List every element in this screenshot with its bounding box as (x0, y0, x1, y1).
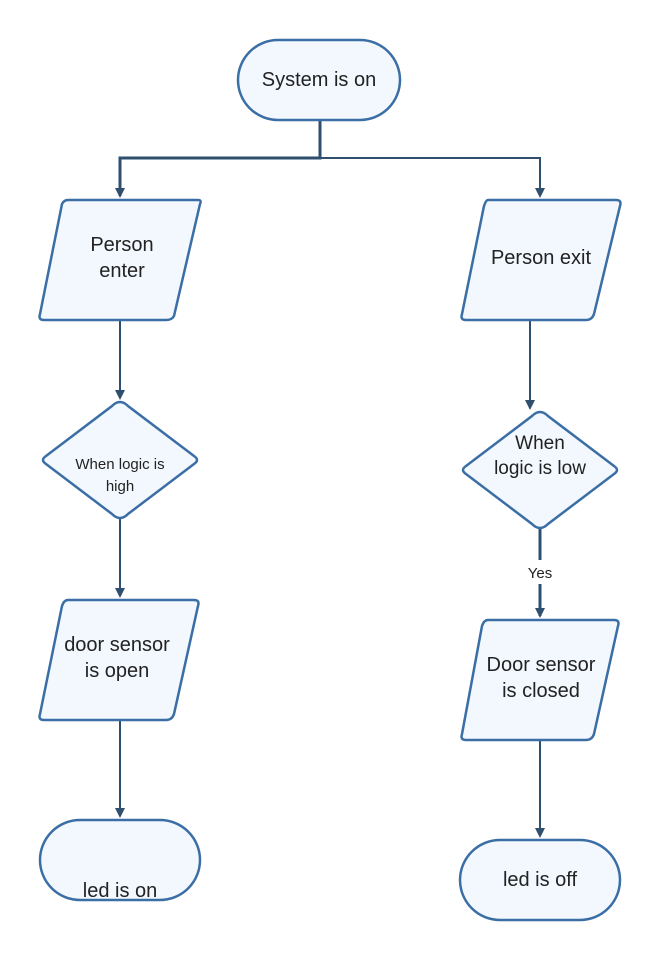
door-closed-label-line1: Door sensor (487, 654, 596, 676)
connector-start-to-exit (320, 157, 545, 198)
start-label: System is on (262, 69, 376, 91)
door-open-node: door sensor is open (38, 598, 200, 722)
door-open-label-line1: door sensor (64, 634, 170, 656)
led-off-label: led is off (503, 869, 578, 891)
person-enter-label-line1: Person (90, 234, 153, 256)
person-enter-label-line2: enter (99, 260, 145, 282)
person-enter-node: Person enter (38, 198, 202, 322)
decision-low-label-line2: logic is low (494, 458, 586, 479)
decision-low-label-line1: When (515, 433, 565, 454)
door-open-label-line2: is open (85, 660, 150, 682)
person-exit-label: Person exit (491, 247, 591, 269)
led-on-label: led is on (83, 880, 158, 902)
start-node: System is on (236, 38, 402, 122)
connector-start-to-enter (115, 120, 322, 198)
led-off-node: led is off (458, 838, 622, 922)
led-on-node: led is on (38, 818, 202, 902)
person-exit-node: Person exit (460, 198, 622, 322)
decision-high-label-line1: When logic is (75, 456, 164, 473)
door-closed-node: Door sensor is closed (460, 618, 620, 742)
decision-high-label-line2: high (106, 478, 134, 495)
decision-low-node: When logic is low (461, 410, 619, 530)
decision-high-node: When logic is high (41, 400, 199, 520)
yes-edge-label: Yes (528, 565, 552, 582)
door-closed-label-line2: is closed (502, 680, 580, 702)
